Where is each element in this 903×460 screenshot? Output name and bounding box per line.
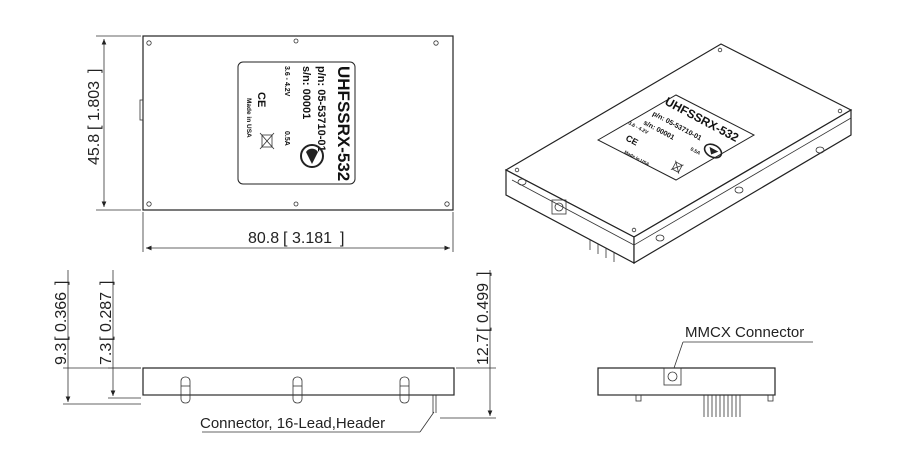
iso-hole-icon <box>717 47 723 53</box>
mmcx-connector-inner <box>667 371 678 382</box>
iso-standoff-icon <box>655 234 665 242</box>
label-voltage: 3.6 - 4.2V <box>283 66 290 97</box>
bracket-open: [ <box>86 125 103 130</box>
mmcx-connector-icon <box>663 367 682 386</box>
height-mm-text: 45.8 <box>86 134 103 165</box>
standoff-icon <box>180 376 191 404</box>
company-logo-icon <box>300 144 324 168</box>
mounting-hole-icon <box>293 38 299 44</box>
iso-hole-icon <box>837 108 843 114</box>
weee-bin-icon <box>259 132 275 150</box>
bracket-open: [ <box>283 230 288 247</box>
label-model: UHFSSRX-532 <box>334 66 353 181</box>
mounting-hole-icon <box>146 40 152 46</box>
iso-company-logo-icon <box>703 143 723 159</box>
iso-label-current: 0.5A <box>689 146 701 156</box>
mounting-hole-icon <box>146 201 152 207</box>
end-foot <box>767 394 774 402</box>
side-header-pins <box>432 395 437 413</box>
connector-offset-mm-text: 7.3 <box>98 343 115 365</box>
body-height-in-text: 0.366 <box>53 292 70 332</box>
total-height-in-text: 0.499 <box>475 283 492 323</box>
width-mm-text: 80.8 <box>248 230 279 247</box>
dim-body-height: 9.3 [ 0.366 ] <box>53 270 141 405</box>
end-foot <box>635 394 642 402</box>
mounting-hole-icon <box>433 40 439 46</box>
side-view-board <box>142 367 455 396</box>
top-view-edge-tab <box>139 99 144 121</box>
dim-total-height: 12.7 [ 0.499 ] <box>440 270 496 419</box>
iso-standoff-icon <box>815 146 825 154</box>
end-header-pins <box>703 395 741 417</box>
iso-right-face <box>633 108 852 265</box>
dim-connector-offset: 7.3 [ 0.287 ] <box>98 270 141 399</box>
iso-standoff-icon <box>734 186 744 194</box>
standoff-icon <box>292 376 303 404</box>
isometric-view: UHFSSRX-532 p/n: 05-53710-01 s/n: 00001 … <box>504 43 853 265</box>
iso-standoff-icon <box>517 178 527 186</box>
bracket-open: [ <box>475 327 492 332</box>
top-view: UHFSSRX-532 p/n: 05-53710-01 s/n: 00001 … <box>139 35 454 211</box>
standoff-icon <box>399 376 410 404</box>
bracket-close: ] <box>86 69 103 73</box>
iso-mmcx-inner <box>554 202 564 212</box>
iso-label-plate <box>596 94 756 181</box>
ce-mark-icon: CE <box>255 92 267 107</box>
mmcx-callout: MMCX Connector <box>673 324 813 369</box>
height-in-text: 1.803 <box>86 81 103 121</box>
label-current: 0.5A <box>283 131 290 146</box>
dim-width: 80.8 [ 3.181 ] <box>142 212 454 252</box>
header-callout: Connector, 16-Lead,Header <box>200 411 435 433</box>
iso-hole-icon <box>514 167 520 173</box>
connector-offset-in-text: 0.287 <box>98 292 115 332</box>
body-height-mm-text: 9.3 <box>53 343 70 365</box>
iso-mmcx-connector-icon <box>551 199 567 215</box>
bracket-open: [ <box>53 336 70 341</box>
mmcx-callout-text: MMCX Connector <box>685 324 804 341</box>
iso-hole-icon <box>631 227 637 233</box>
iso-weee-bin-icon <box>670 160 684 174</box>
iso-header-pins <box>589 240 615 262</box>
bracket-close: ] <box>53 281 70 285</box>
bracket-open: [ <box>98 336 115 341</box>
total-height-mm-text: 12.7 <box>475 334 492 365</box>
bracket-close: ] <box>340 230 344 247</box>
mounting-hole-icon <box>293 201 299 207</box>
mounting-hole-icon <box>444 201 450 207</box>
bracket-close: ] <box>475 272 492 276</box>
side-view <box>142 367 455 413</box>
label-origin: Made in USA <box>245 98 252 138</box>
label-part-number: p/n: 05-53710-01 <box>315 66 327 152</box>
bracket-close: ] <box>98 281 115 285</box>
end-view-board <box>597 367 776 396</box>
dim-height: 45.8 [ 1.803 ] <box>86 35 141 211</box>
product-label-plate <box>237 61 356 185</box>
label-serial-number: s/n: 00001 <box>300 66 312 119</box>
header-callout-text: Connector, 16-Lead,Header <box>200 415 385 432</box>
end-view <box>597 367 776 417</box>
width-in-text: 3.181 <box>292 230 332 247</box>
